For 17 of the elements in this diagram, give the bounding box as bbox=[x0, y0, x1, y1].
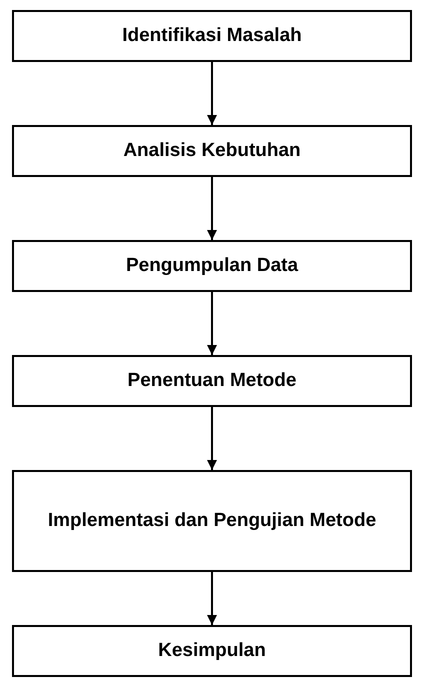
arrow bbox=[207, 62, 217, 125]
arrow bbox=[207, 292, 217, 355]
arrow bbox=[207, 572, 217, 625]
process-box bbox=[12, 625, 412, 677]
process-box bbox=[12, 355, 412, 407]
arrow bbox=[207, 407, 217, 470]
process-box bbox=[12, 470, 412, 572]
arrow bbox=[207, 177, 217, 240]
step-label: Kesimpulan bbox=[157, 638, 267, 663]
step-label: Analisis Kebutuhan bbox=[122, 138, 302, 163]
step-label: Pengumpulan Data bbox=[124, 254, 300, 278]
step-label: Penentuan Metode bbox=[126, 368, 298, 393]
process-box bbox=[12, 240, 412, 292]
step-label: Implementasi dan Pengujian Metode bbox=[46, 508, 378, 533]
process-box bbox=[12, 10, 412, 62]
step-label: Identifikasi Masalah bbox=[121, 24, 303, 48]
process-box bbox=[12, 125, 412, 177]
